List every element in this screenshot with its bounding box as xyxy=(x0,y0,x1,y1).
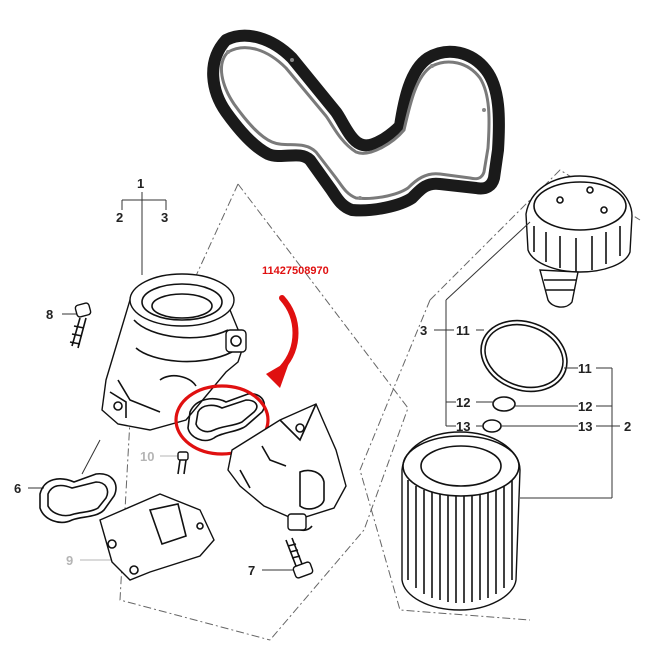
label-13-right: 13 xyxy=(578,419,592,434)
callout-numbers: 1 2 3 8 10 6 9 7 3 11 11 12 12 13 13 2 xyxy=(14,176,631,578)
label-6: 6 xyxy=(14,481,21,496)
label-12-left: 12 xyxy=(456,395,470,410)
highlight-marker xyxy=(174,295,299,456)
o-ring-11 xyxy=(480,319,568,393)
bracket-lines-left xyxy=(121,192,167,275)
label-3-right: 3 xyxy=(420,323,427,338)
label-7: 7 xyxy=(248,563,255,578)
filter-cap xyxy=(525,175,633,308)
label-11-right: 11 xyxy=(578,361,592,376)
label-8: 8 xyxy=(46,307,53,322)
large-gasket-detail xyxy=(207,29,505,217)
label-13-left: 13 xyxy=(456,419,470,434)
o-ring-12 xyxy=(492,396,516,412)
label-1: 1 xyxy=(137,176,144,191)
bolt-10 xyxy=(160,451,189,475)
label-12-right: 12 xyxy=(578,399,592,414)
label-3: 3 xyxy=(161,210,168,225)
oil-cooler-block xyxy=(227,403,347,532)
label-10: 10 xyxy=(140,449,154,464)
gasket-6 xyxy=(28,439,117,524)
bracket-9 xyxy=(80,493,215,581)
o-ring-13 xyxy=(482,419,502,433)
part-number-callout: 11427508970 xyxy=(262,265,329,277)
label-2-right: 2 xyxy=(624,419,631,434)
oil-filter-housing xyxy=(101,273,247,431)
filter-element xyxy=(401,431,521,611)
label-11-left: 11 xyxy=(456,323,470,338)
gasket-installed xyxy=(187,393,266,442)
bolt-7 xyxy=(262,537,314,579)
leader-lines-right xyxy=(434,221,620,499)
label-2: 2 xyxy=(116,210,123,225)
bolt-8 xyxy=(62,302,92,349)
label-9: 9 xyxy=(66,553,73,568)
